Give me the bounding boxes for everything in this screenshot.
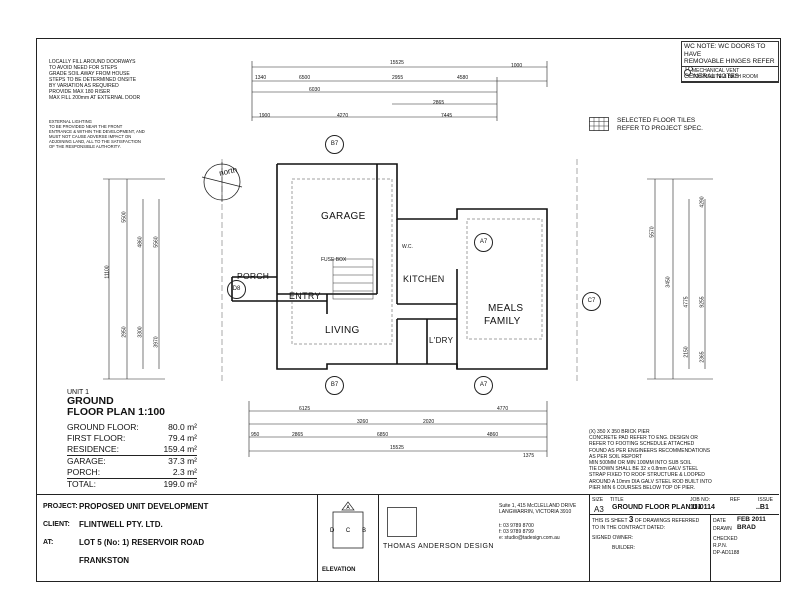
- room-entry: ENTRY: [289, 291, 321, 301]
- sheet-statement: THIS IS SHEET 3 OF DRAWINGS REFERRED: [592, 515, 700, 525]
- dim-right-g: 2365: [699, 351, 706, 363]
- vent-icon: [684, 69, 691, 76]
- room-porch: PORCH: [237, 271, 270, 281]
- dp-number: DP-AD1188: [713, 550, 740, 556]
- floor-plan-drawing: [103, 61, 713, 457]
- dim-right-a: 5570: [649, 226, 656, 238]
- area-row-total: TOTAL:199.0 m²: [67, 479, 197, 489]
- plan-title-line1: GROUND: [67, 395, 114, 407]
- issue-number: ..B1: [756, 504, 769, 511]
- title-block: PROJECT: PROPOSED UNIT DEVELOPMENT CLIEN…: [37, 494, 779, 581]
- dim-bot-c: 2020: [423, 419, 435, 425]
- svg-text:A: A: [346, 505, 350, 511]
- firm-contact: t: 03 9789 8700 f: 03 9789 8799 e: studi…: [499, 523, 560, 541]
- dim-right-b: 4290: [699, 196, 706, 208]
- drawing-date: FEB 2011: [737, 516, 766, 523]
- drawing-sheet: LOCALLY FILL AROUND DOORWAYS TO AVOID NE…: [36, 38, 781, 582]
- plan-title-line2: FLOOR PLAN 1:100: [67, 406, 166, 418]
- dim-bot-total: 15525: [390, 445, 404, 451]
- area-schedule: GROUND FLOOR:80.0 m² FIRST FLOOR:79.4 m²…: [67, 422, 197, 490]
- unit-title-block: UNIT 1 GROUND FLOOR PLAN 1:100 GROUND FL…: [67, 389, 197, 490]
- dim-right-f: 2150: [683, 346, 690, 358]
- area-row-garage: GARAGE:37.3 m²: [67, 456, 197, 466]
- dim-bot-a: 6125: [299, 406, 311, 412]
- unit-label: UNIT 1: [67, 389, 90, 396]
- dim-left-e: 3300: [137, 326, 144, 338]
- dim-right-c: 3450: [665, 276, 672, 288]
- tile-grid-icon: [589, 117, 609, 131]
- dim-top-f: 6030: [309, 87, 321, 93]
- dim-left-f: 3970: [153, 336, 160, 348]
- dim-right-e: 9255: [699, 296, 706, 308]
- area-row-residence: RESIDENCE:159.4 m²: [67, 444, 197, 456]
- project-name: PROPOSED UNIT DEVELOPMENT: [79, 502, 209, 511]
- section-marker-b7-bottom: B7: [325, 376, 344, 395]
- svg-text:D: D: [330, 528, 335, 534]
- room-family: FAMILY: [484, 316, 521, 327]
- room-living: LIVING: [325, 325, 360, 336]
- firm-logo-icon: [387, 507, 417, 537]
- room-meals: MEALS: [488, 303, 524, 314]
- dim-right-d: 4775: [683, 296, 690, 308]
- dim-left-a: 5500: [121, 211, 128, 223]
- dim-left-c: 5560: [153, 236, 160, 248]
- vent-note: MECHANICAL VENT TO ENSUITE & BATH ROOM: [681, 66, 779, 82]
- sheet-size: A3: [594, 505, 604, 514]
- elevation-key: A C D B ELEVATION: [318, 495, 379, 581]
- dim-top-c: 2955: [392, 75, 404, 81]
- dim-top-total: 15525: [390, 60, 404, 66]
- elevation-label: ELEVATION: [322, 567, 356, 573]
- job-number: 11-0114: [690, 504, 715, 511]
- room-garage: GARAGE: [321, 211, 366, 222]
- section-marker-a7-top: A7: [474, 233, 493, 252]
- fill-notes: LOCALLY FILL AROUND DOORWAYS TO AVOID NE…: [49, 59, 141, 101]
- dim-left-d: 2950: [121, 326, 128, 338]
- firm-name: THOMAS ANDERSON DESIGN: [383, 543, 494, 550]
- room-laundry: L'DRY: [429, 336, 454, 345]
- dim-top-h: 7445: [441, 113, 453, 119]
- dim-bot-h: 4860: [487, 432, 499, 438]
- client-name: FLINTWELL PTY. LTD.: [79, 520, 163, 529]
- section-marker-d8: D8: [227, 280, 246, 299]
- pier-notes: (X) 350 X 350 BRICK PIER CONCRETE PAD RE…: [589, 429, 712, 491]
- dim-left-total: 11100: [104, 265, 111, 279]
- dim-top-d: 4580: [457, 75, 469, 81]
- dim-top-g: 2865: [433, 100, 445, 106]
- north-arrow-icon: [201, 162, 243, 202]
- site-address-1: LOT 5 (No: 1) RESERVOIR ROAD: [79, 538, 205, 547]
- dim-top-i: 1900: [259, 113, 271, 119]
- dim-top-b: 6500: [299, 75, 311, 81]
- dim-bot-e: 950: [251, 432, 260, 438]
- dim-top-j: 4270: [337, 113, 349, 119]
- dim-top-a: 1340: [255, 75, 267, 81]
- dim-bot-b: 3260: [357, 419, 369, 425]
- dim-left-b: 4860: [137, 236, 144, 248]
- dim-bot-f: 2865: [292, 432, 304, 438]
- firm-info: THOMAS ANDERSON DESIGN Suite 1, 415 McCL…: [379, 495, 590, 581]
- dim-bot-i: 1375: [523, 453, 535, 459]
- sheet-details: SIZE A3 TITLE GROUND FLOOR PLAN U1 JOB N…: [590, 495, 779, 581]
- drawing-title: GROUND FLOOR PLAN U1: [612, 504, 702, 511]
- section-marker-a7-bottom: A7: [474, 376, 493, 395]
- room-wc: W.C.: [402, 244, 413, 250]
- svg-text:C: C: [346, 528, 351, 534]
- section-marker-b7-top: B7: [325, 135, 344, 154]
- area-row-first: FIRST FLOOR:79.4 m²: [67, 433, 197, 443]
- lighting-notes: EXTERNAL LIGHTING TO BE PROVIDED NEAR TH…: [49, 119, 145, 149]
- elevation-key-icon: A C D B: [330, 501, 366, 549]
- dim-bot-d: 4770: [497, 406, 509, 412]
- project-info: PROJECT: PROPOSED UNIT DEVELOPMENT CLIEN…: [37, 495, 318, 581]
- fuse-box-label: FUSE BOX: [321, 257, 347, 263]
- dim-bot-g: 6850: [377, 432, 389, 438]
- drawn-by: BRAD: [737, 524, 756, 531]
- area-row-ground: GROUND FLOOR:80.0 m²: [67, 422, 197, 432]
- section-marker-c7: C7: [582, 292, 601, 311]
- firm-address: Suite 1, 415 McCLELLAND DRIVE LANGWARRIN…: [499, 503, 577, 515]
- site-address-2: FRANKSTON: [79, 556, 130, 565]
- dim-top-e: 1000: [511, 63, 523, 69]
- svg-text:B: B: [362, 528, 366, 534]
- area-row-porch: PORCH:2.3 m²: [67, 467, 197, 479]
- room-kitchen: KITCHEN: [403, 274, 445, 284]
